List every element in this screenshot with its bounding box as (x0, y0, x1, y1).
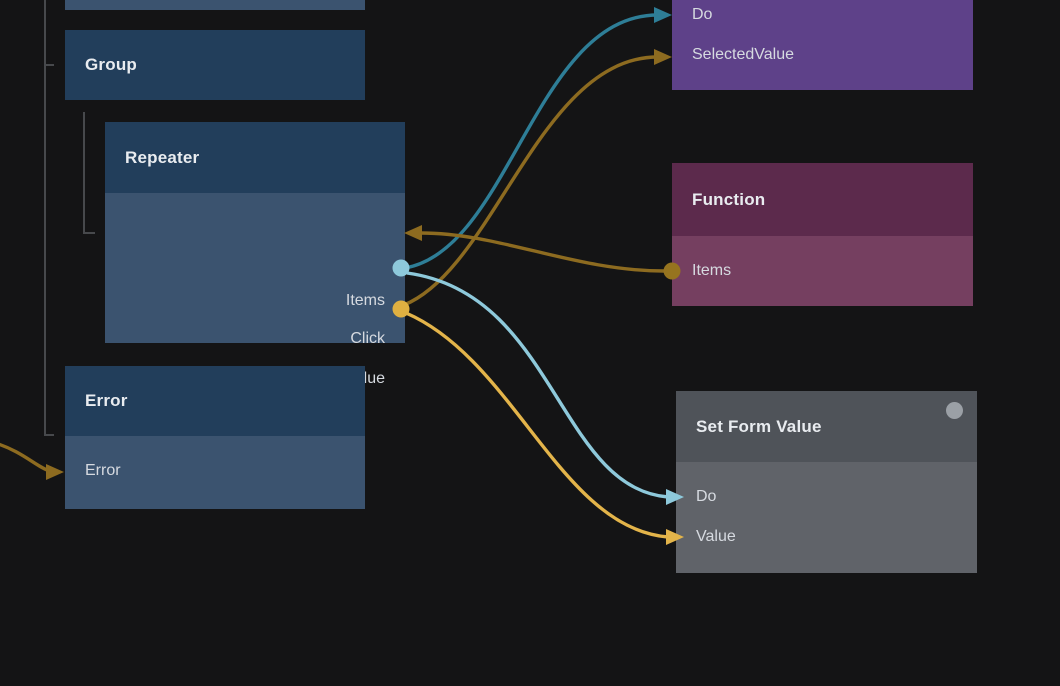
node-dropdown[interactable]: Do SelectedValue (672, 0, 973, 90)
arrowhead-repeater-items[interactable] (404, 225, 422, 241)
node-body-set-form-value: Do Value (676, 462, 977, 573)
tree-line-repeater (83, 112, 95, 234)
connection-functionitems-to-repeater-items[interactable] (420, 231, 665, 273)
port-items-output[interactable]: Items (692, 262, 732, 279)
node-function[interactable]: Function Items (672, 163, 973, 306)
node-body-repeater: Items Click Value (105, 193, 405, 387)
node-title: Set Form Value (696, 416, 822, 436)
node-header-error[interactable]: Error (65, 366, 365, 436)
connection-offscreen-to-error[interactable] (0, 442, 51, 473)
node-set-form-value[interactable]: Set Form Value Do Value (676, 391, 977, 573)
node-body-function: Items (672, 236, 973, 306)
node-title: Function (692, 189, 766, 209)
connection-value-to-setformvalue-value[interactable] (405, 311, 669, 539)
connection-click-to-setformvalue-do[interactable] (406, 271, 669, 499)
port-items-input[interactable]: Items (345, 292, 385, 309)
port-do-input[interactable]: Do (696, 488, 717, 505)
port-do-input[interactable]: Do (692, 6, 713, 23)
node-repeater[interactable]: Repeater Items Click Value (105, 122, 405, 387)
node-header-repeater[interactable]: Repeater (105, 122, 405, 193)
port-value-input[interactable]: Value (696, 528, 736, 545)
arrowhead-error-error[interactable] (46, 464, 64, 480)
port-click-output[interactable]: Click (350, 330, 385, 347)
port-error-input[interactable]: Error (85, 462, 121, 479)
arrowhead-dropdown-do[interactable] (654, 7, 672, 23)
port-selectedvalue-input[interactable]: SelectedValue (692, 46, 794, 63)
node-header-group[interactable]: Group (65, 30, 365, 100)
connection-value-to-dropdown-selectedvalue[interactable] (403, 55, 659, 307)
tree-line-root (44, 0, 54, 436)
node-title: Group (85, 55, 137, 74)
node-group[interactable]: Group (65, 30, 365, 100)
node-header-function[interactable]: Function (672, 163, 973, 236)
status-dot (946, 402, 963, 419)
node-title: Repeater (125, 147, 200, 167)
node-title: Error (85, 391, 128, 410)
arrowhead-dropdown-selectedvalue[interactable] (654, 49, 672, 65)
node-error[interactable]: Error Error (65, 366, 365, 509)
node-body-error: Error (65, 436, 365, 509)
node-header-set-form-value[interactable]: Set Form Value (676, 391, 977, 462)
node-clipped-top[interactable] (65, 0, 365, 10)
connection-click-to-dropdown-do[interactable] (404, 13, 659, 270)
